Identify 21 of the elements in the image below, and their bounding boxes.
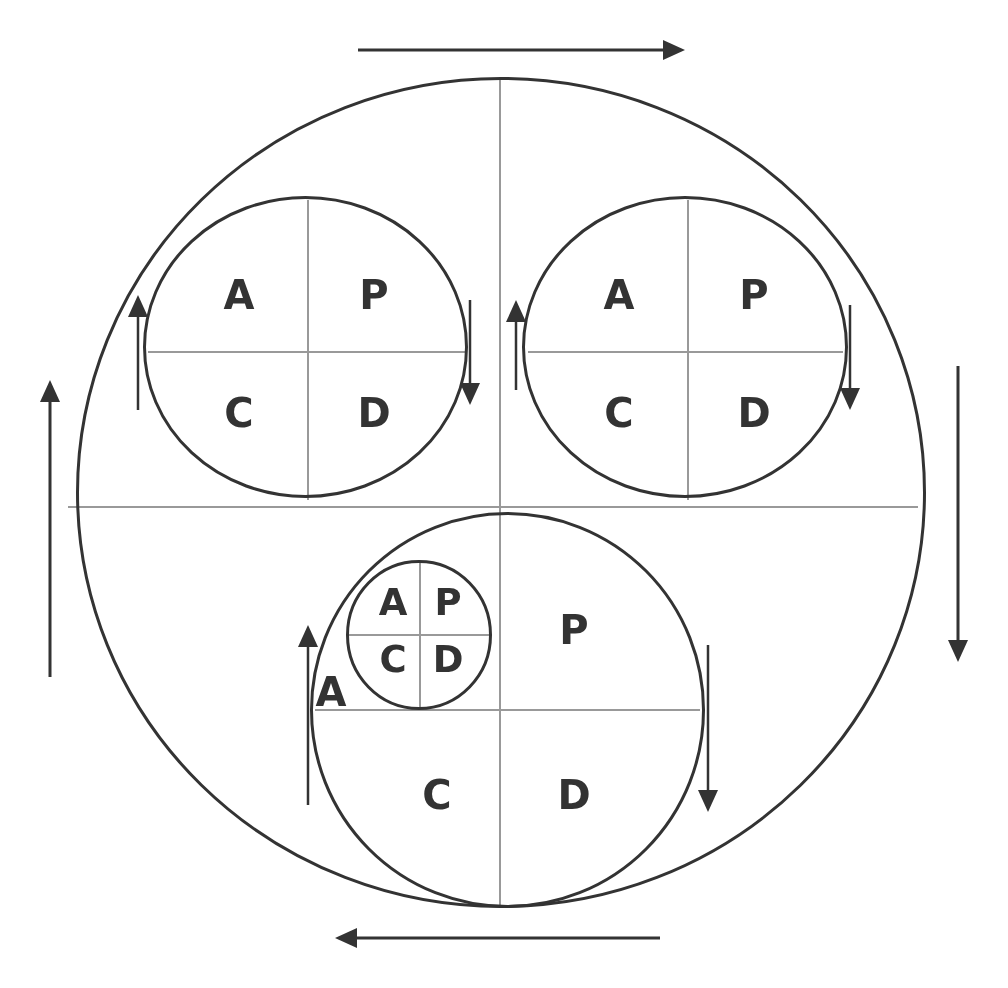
quadrant-letter: D (432, 640, 464, 678)
quadrant-letter: A (315, 672, 347, 712)
quadrant-letter: C (604, 393, 634, 433)
quadrant-letter: A (378, 583, 408, 621)
cycle-circle (143, 196, 468, 498)
outer-circle (76, 77, 926, 908)
quadrant-letter: C (422, 775, 452, 815)
cycle-circle (310, 512, 705, 908)
small-cycle-circle (346, 560, 492, 710)
quadrant-letter: D (357, 393, 391, 433)
quadrant-letter: C (224, 393, 254, 433)
cycle-circle (522, 196, 848, 498)
quadrant-letter: D (737, 393, 771, 433)
quadrant-letter: P (559, 610, 589, 650)
quadrant-letter: P (434, 583, 462, 621)
quadrant-letter: A (223, 275, 255, 315)
quadrant-letter: P (359, 275, 389, 315)
quadrant-letter: D (557, 775, 591, 815)
quadrant-letter: P (739, 275, 769, 315)
quadrant-letter: A (603, 275, 635, 315)
quadrant-letter: C (379, 640, 407, 678)
